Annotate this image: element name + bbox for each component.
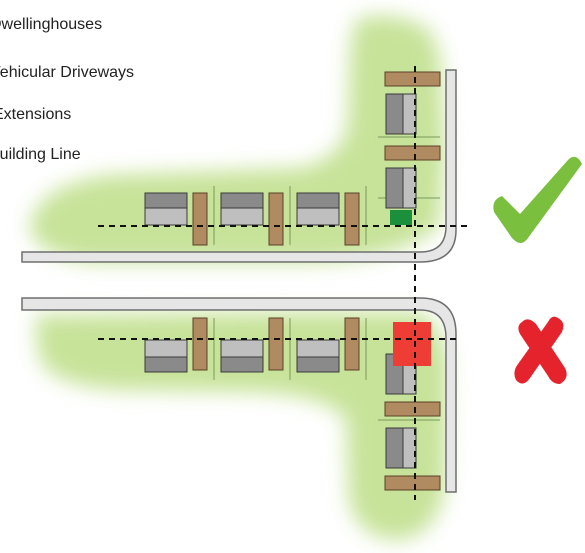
driveway xyxy=(344,317,360,371)
legend-item-vehicular-driveways: Vehicular Driveways xyxy=(0,64,135,81)
extension-not-permitted xyxy=(393,322,431,366)
dwellinghouse xyxy=(296,339,340,373)
dwellinghouse xyxy=(385,427,417,469)
driveway xyxy=(384,475,441,491)
road-bottom xyxy=(21,297,457,493)
road-top xyxy=(21,69,457,263)
driveway xyxy=(344,192,360,246)
check-mark-icon xyxy=(493,156,582,243)
driveway xyxy=(268,317,284,371)
dwellinghouse xyxy=(385,167,417,209)
driveways xyxy=(192,71,441,491)
plot-dividers xyxy=(213,136,440,421)
dwellinghouse xyxy=(220,192,264,226)
driveway xyxy=(268,192,284,246)
dwellinghouse xyxy=(385,93,417,135)
extensions xyxy=(390,210,431,366)
legend-item-building-line: Building Line xyxy=(0,146,81,163)
driveway xyxy=(192,192,208,246)
building-lines xyxy=(98,66,468,500)
legend-item-dwellinghouses: Dwellinghouses xyxy=(0,16,103,33)
roads xyxy=(21,69,457,493)
cross-mark-icon xyxy=(514,316,567,384)
dwellinghouse xyxy=(220,339,264,373)
legend-item-extensions: Extensions xyxy=(0,106,72,123)
driveway xyxy=(384,401,441,417)
dwellinghouse xyxy=(144,192,188,226)
land-area-top xyxy=(30,15,445,262)
dwellinghouse xyxy=(144,339,188,373)
driveway xyxy=(192,317,208,371)
driveway xyxy=(384,71,441,87)
driveway xyxy=(384,145,441,161)
legend: Dwellinghouses Vehicular Driveways Exten… xyxy=(0,0,260,180)
dwellinghouse xyxy=(296,192,340,226)
extension-permitted xyxy=(390,210,412,225)
